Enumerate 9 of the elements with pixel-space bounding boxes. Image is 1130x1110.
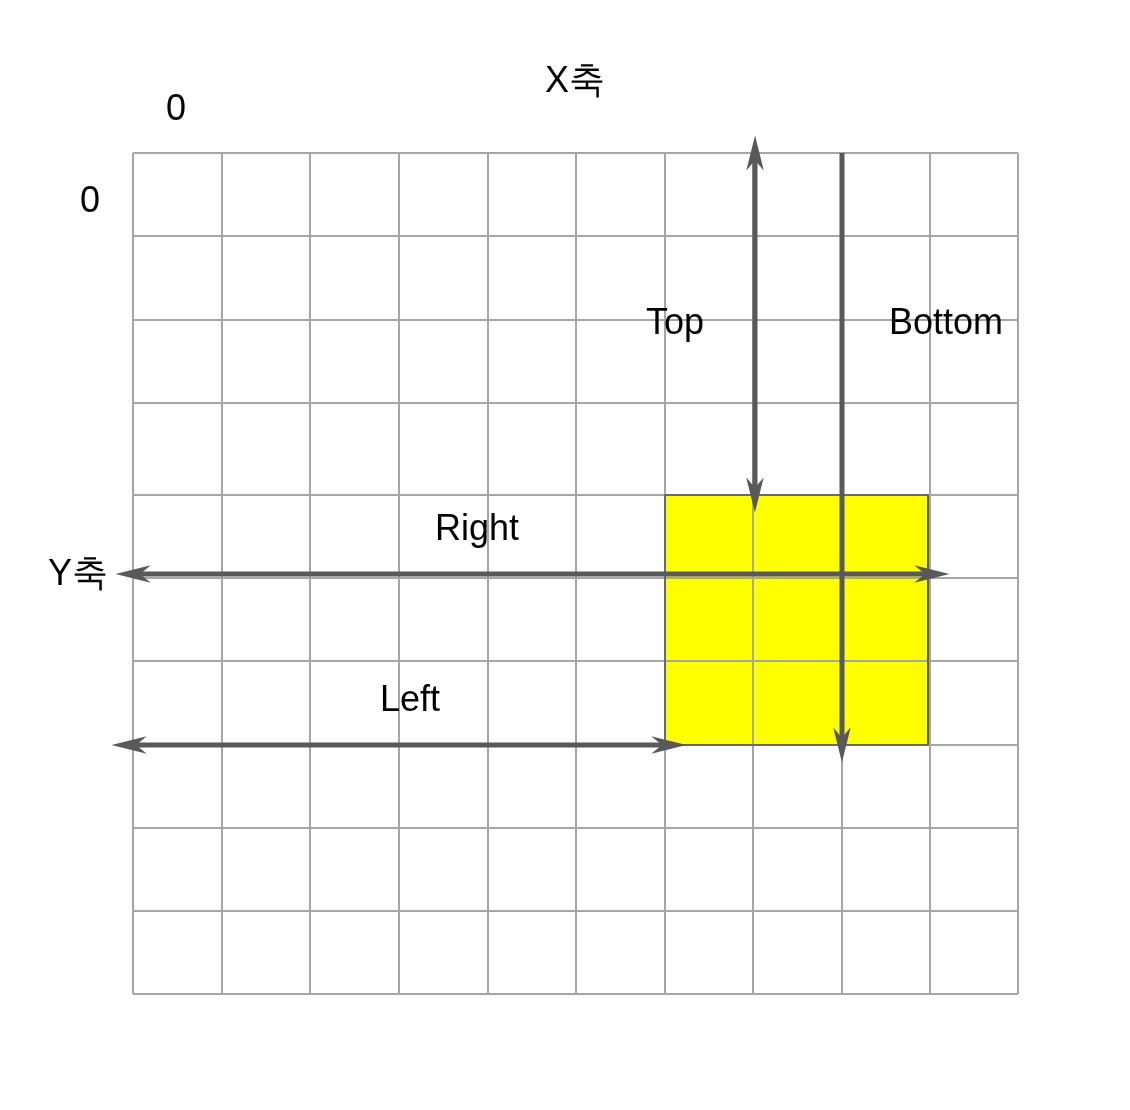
axis-label: Y축	[48, 553, 108, 593]
dimension-label: Right	[435, 508, 519, 548]
rectangle	[664, 494, 929, 746]
dimension-label: Bottom	[889, 302, 1003, 342]
axis-label: X축	[545, 60, 605, 100]
origin-label: 0	[80, 180, 100, 220]
origin-label: 0	[166, 88, 186, 128]
dimension-label: Left	[380, 679, 440, 719]
dimension-label: Top	[646, 302, 704, 342]
